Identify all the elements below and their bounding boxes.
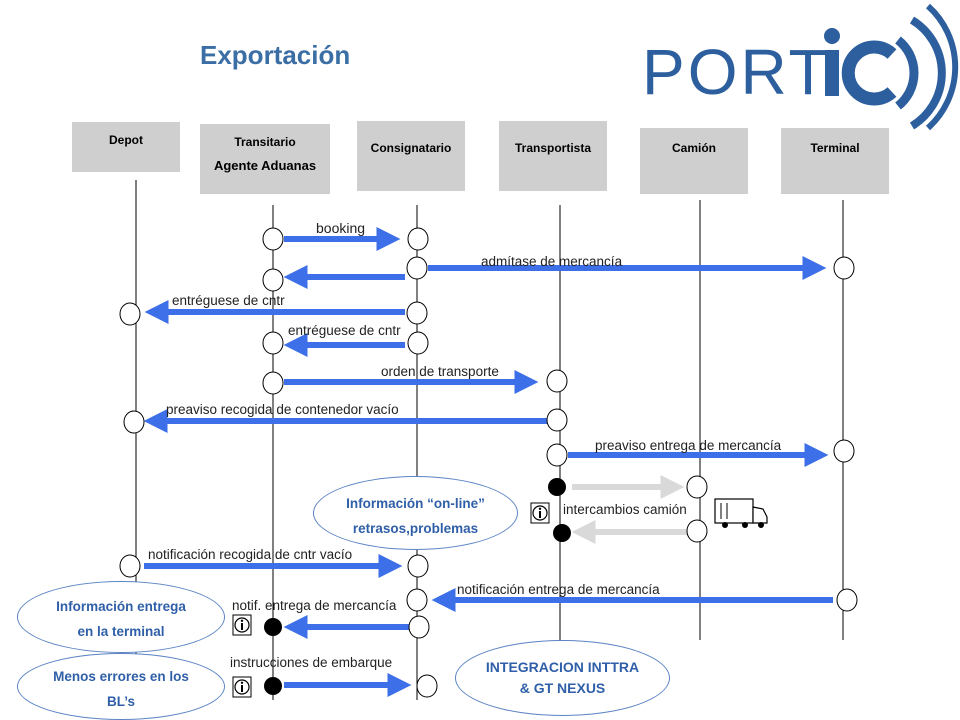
portic-logo: PORT xyxy=(642,3,959,131)
node xyxy=(406,588,428,612)
node xyxy=(406,301,428,325)
msg-label-booking: booking xyxy=(316,220,366,236)
page-title: Exportación xyxy=(200,40,351,70)
node xyxy=(119,554,141,578)
callout-line: & GT NEXUS xyxy=(519,680,606,696)
msg-label-orden-transporte: orden de transporte xyxy=(381,364,499,379)
node xyxy=(546,443,568,467)
node xyxy=(407,227,429,251)
msg-label-preaviso-vacio: preaviso recogida de contenedor vacío xyxy=(166,402,399,417)
msg-label-notificacion-entrega: notificación entrega de mercancía xyxy=(457,582,660,597)
dot xyxy=(264,618,282,636)
callout-online: Información “on-line” retrasos,problemas xyxy=(313,476,518,550)
node xyxy=(546,408,568,432)
node xyxy=(262,371,284,395)
node xyxy=(686,475,708,499)
lane-depot: Depot xyxy=(72,122,180,172)
callout-line: en la terminal xyxy=(77,624,165,639)
callout-line: retrasos,problemas xyxy=(352,521,479,536)
node xyxy=(416,674,438,698)
node xyxy=(262,268,284,292)
msg-label-instrucciones: instrucciones de embarque xyxy=(230,655,393,670)
node xyxy=(833,256,855,280)
node xyxy=(406,256,428,280)
lane-label: Agente Aduanas xyxy=(213,158,317,173)
node xyxy=(407,331,429,355)
lane-label: Terminal xyxy=(810,141,860,155)
msg-label-entreguese-depot: entréguese de cntr xyxy=(172,293,285,308)
msg-label-preaviso-entrega: preaviso entrega de mercancía xyxy=(595,438,782,453)
lane-transportista: Transportista xyxy=(499,121,607,191)
node xyxy=(836,588,858,612)
lane-label: Transportista xyxy=(514,141,592,155)
info-icon xyxy=(232,614,252,636)
dot xyxy=(548,478,566,496)
lane-label: Camión xyxy=(671,141,716,155)
node xyxy=(407,554,429,578)
callout-errores: Menos errores en los BL’s xyxy=(17,653,225,720)
callout-entrega: Información entrega en la terminal xyxy=(17,581,225,653)
lane-consignatario: Consignatario xyxy=(357,121,465,191)
callout-line: Información “on-line” xyxy=(346,496,485,511)
lane-label: Transitario xyxy=(234,135,296,149)
lane-terminal: Terminal xyxy=(781,128,889,194)
callout-line: BL’s xyxy=(106,694,135,709)
lane-label: Depot xyxy=(109,133,143,147)
dot xyxy=(264,677,282,695)
callout-line: Información entrega xyxy=(56,599,186,614)
node xyxy=(408,615,430,639)
callout-line: INTEGRACION INTTRA xyxy=(485,659,640,675)
msg-label-notif-entrega: notif. entrega de mercancía xyxy=(232,598,397,613)
node xyxy=(262,227,284,251)
node xyxy=(686,519,708,543)
msg-label-admitase: admítase de mercancía xyxy=(481,254,623,269)
node xyxy=(119,302,141,326)
node xyxy=(833,439,855,463)
truck-icon xyxy=(714,498,768,528)
callout-line: Menos errores en los xyxy=(53,669,189,684)
info-icon xyxy=(530,502,550,524)
node xyxy=(546,369,568,393)
msg-label-notificacion-vacio: notificación recogida de cntr vacío xyxy=(148,547,353,562)
svg-text:PORT: PORT xyxy=(642,36,831,108)
lane-label: Consignatario xyxy=(370,141,452,155)
node xyxy=(123,410,145,434)
node xyxy=(262,331,284,355)
msg-label-entreguese-transitario: entréguese de cntr xyxy=(288,323,401,338)
dot xyxy=(553,524,571,542)
msg-label-intercambios: intercambios camión xyxy=(563,502,687,517)
info-icon xyxy=(232,676,252,698)
lane-camion: Camión xyxy=(640,128,748,194)
lane-transitario: Transitario Agente Aduanas xyxy=(200,124,330,194)
callout-inttra: INTEGRACION INTTRA & GT NEXUS xyxy=(455,640,670,716)
